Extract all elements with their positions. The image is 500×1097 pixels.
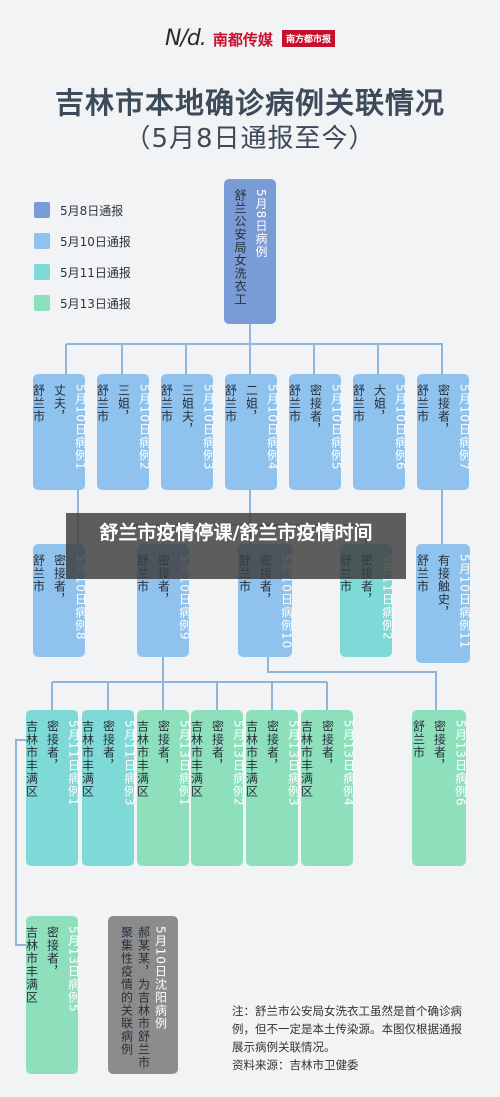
legend-swatch bbox=[34, 295, 50, 311]
case-desc-line: 密接者， bbox=[432, 720, 447, 772]
case-may10-3: 5月10日病例3 三姐夫， 舒兰市 bbox=[159, 374, 216, 490]
case-shenyang-may10: 5月10日沈阳病例 郝某某，为吉林市舒兰市 聚集性疫情的关联病例 bbox=[108, 916, 178, 1074]
case-desc-line: 舒兰市 bbox=[351, 384, 366, 423]
case-title: 5月10日病例6 bbox=[393, 384, 408, 471]
case-may13-6: 5月13日病例6 密接者， 舒兰市 bbox=[411, 710, 468, 866]
case-desc-line: 聚集性疫情的关联病例 bbox=[119, 926, 134, 1056]
case-may13-4: 5月13日病例4 密接者， 吉林市丰满区 bbox=[299, 710, 356, 866]
legend-item-may8: 5月8日通报 bbox=[34, 200, 123, 219]
case-title: 5月10日病例2 bbox=[137, 384, 152, 471]
case-desc-line: 密接者， bbox=[210, 720, 225, 772]
case-desc-line: 舒兰市 bbox=[95, 384, 110, 423]
footnote: 注：舒兰市公安局女洗衣工虽然是首个确诊病例，但不一定是本土传染源。本图仅根据通报… bbox=[232, 1002, 472, 1074]
page-title: 吉林市本地确诊病例关联情况 bbox=[54, 86, 445, 120]
legend-item-may13: 5月13日通报 bbox=[34, 293, 131, 312]
case-title: 5月11日病例1 bbox=[66, 720, 81, 807]
case-title: 5月8日病例 bbox=[254, 189, 268, 259]
case-desc-line: 舒兰市 bbox=[415, 384, 430, 423]
case-may13-5: 5月13日病例5 密接者， 吉林市丰满区 bbox=[24, 916, 81, 1074]
case-may10-7: 5月10日病例7 密接者， 舒兰市 bbox=[415, 374, 472, 490]
case-desc-line: 二姐， bbox=[244, 384, 259, 423]
case-desc: 舒兰公安局女洗衣工 bbox=[233, 189, 247, 306]
case-title: 5月10日病例4 bbox=[265, 384, 280, 471]
case-desc-line: 吉林市丰满区 bbox=[135, 720, 150, 798]
case-title: 5月13日病例5 bbox=[66, 926, 81, 1013]
legend-label: 5月13日通报 bbox=[60, 297, 131, 311]
case-title: 5月13日病例6 bbox=[453, 720, 468, 807]
legend-swatch bbox=[34, 233, 50, 249]
case-desc-line: 吉林市丰满区 bbox=[244, 720, 259, 798]
case-title: 5月10日病例5 bbox=[329, 384, 344, 471]
case-desc-line: 吉林市丰满区 bbox=[80, 720, 95, 798]
case-desc-line: 密接者， bbox=[320, 720, 335, 772]
case-desc-line: 丈夫， bbox=[52, 384, 67, 423]
case-desc-line: 舒兰市 bbox=[287, 384, 302, 423]
legend-item-may11: 5月11日通报 bbox=[34, 262, 131, 281]
case-desc-line: 吉林市丰满区 bbox=[24, 720, 39, 798]
case-desc-line: 舒兰市 bbox=[411, 720, 426, 759]
case-title: 5月10日病例3 bbox=[201, 384, 216, 471]
case-desc-line: 密接者， bbox=[308, 384, 323, 436]
case-desc-line: 密接者， bbox=[156, 720, 171, 772]
case-desc-line: 密接者， bbox=[265, 720, 280, 772]
case-desc-line: 舒兰市 bbox=[159, 384, 174, 423]
case-root: 5月8日病例 舒兰公安局女洗衣工 bbox=[224, 179, 276, 324]
publisher-logo: N/d. 南都传媒 南方都市报 bbox=[0, 26, 500, 52]
logo-name: 南都传媒 bbox=[212, 31, 273, 49]
case-desc-line: 郝某某，为吉林市舒兰市 bbox=[136, 926, 151, 1069]
case-title: 5月13日病例4 bbox=[341, 720, 356, 807]
case-may13-1: 5月13日病例1 密接者， 吉林市丰满区 bbox=[135, 710, 192, 866]
case-may10-2: 5月10日病例2 三姐， 舒兰市 bbox=[95, 374, 152, 490]
legend-label: 5月11日通报 bbox=[60, 266, 131, 280]
case-desc-line: 密接者， bbox=[52, 554, 67, 606]
case-desc-line: 密接者， bbox=[101, 720, 116, 772]
case-title: 5月10日病例1 bbox=[73, 384, 88, 471]
footnote-text: 注：舒兰市公安局女洗衣工虽然是首个确诊病例，但不一定是本土传染源。本图仅根据通报… bbox=[232, 1004, 462, 1054]
case-title: 5月10日病例7 bbox=[457, 384, 472, 471]
case-desc-line: 舒兰市 bbox=[223, 384, 238, 423]
legend-label: 5月10日通报 bbox=[60, 235, 131, 249]
footnote-source: 资料来源：吉林市卫健委 bbox=[232, 1058, 359, 1072]
case-desc-line: 舒兰市 bbox=[31, 554, 46, 593]
case-may11-3: 5月11日病例3 密接者， 吉林市丰满区 bbox=[80, 710, 137, 866]
case-desc-line: 舒兰市 bbox=[31, 384, 46, 423]
case-may10-5: 5月10日病例5 密接者， 舒兰市 bbox=[287, 374, 344, 490]
case-title: 5月13日病例2 bbox=[231, 720, 246, 807]
legend-swatch bbox=[34, 202, 50, 218]
case-may11-1: 5月11日病例1 密接者， 吉林市丰满区 bbox=[24, 710, 81, 866]
overlay-title-banner: 舒兰市疫情停课/舒兰市疫情时间 bbox=[66, 513, 406, 579]
legend-swatch bbox=[34, 264, 50, 280]
case-may10-4: 5月10日病例4 二姐， 舒兰市 bbox=[223, 374, 280, 490]
case-desc-line: 吉林市丰满区 bbox=[299, 720, 314, 798]
case-may13-2: 5月13日病例2 密接者， 吉林市丰满区 bbox=[189, 710, 246, 866]
case-desc-line: 密接者， bbox=[45, 720, 60, 772]
case-desc-line: 吉林市丰满区 bbox=[189, 720, 204, 798]
case-title: 5月13日病例3 bbox=[286, 720, 301, 807]
logo-paper: 南方都市报 bbox=[282, 30, 336, 47]
case-desc-line: 密接者， bbox=[45, 926, 60, 978]
logo-mark: N/d. bbox=[164, 26, 207, 51]
case-may13-3: 5月13日病例3 密接者， 吉林市丰满区 bbox=[244, 710, 301, 866]
legend-label: 5月8日通报 bbox=[60, 204, 124, 218]
case-desc-line: 密接者， bbox=[436, 384, 451, 436]
case-title: 5月13日病例1 bbox=[177, 720, 192, 807]
case-title: 5月10日沈阳病例 bbox=[153, 926, 168, 1030]
page-subtitle: （5月8日通报至今） bbox=[124, 124, 376, 154]
case-may10-11: 5月10日病例11 有接触史， 舒兰市 bbox=[415, 544, 472, 663]
case-desc-line: 三姐夫， bbox=[180, 384, 195, 436]
case-may10-6: 5月10日病例6 大姐， 舒兰市 bbox=[351, 374, 408, 490]
case-title: 5月10日病例11 bbox=[457, 554, 472, 650]
legend-item-may10: 5月10日通报 bbox=[34, 231, 131, 250]
case-may10-1: 5月10日病例1 丈夫， 舒兰市 bbox=[31, 374, 88, 490]
case-title: 5月11日病例3 bbox=[122, 720, 137, 807]
case-desc-line: 三姐， bbox=[116, 384, 131, 423]
case-desc-line: 大姐， bbox=[372, 384, 387, 423]
case-desc-line: 舒兰市 bbox=[415, 554, 430, 593]
case-desc-line: 有接触史， bbox=[436, 554, 451, 619]
case-desc-line: 吉林市丰满区 bbox=[24, 926, 39, 1004]
